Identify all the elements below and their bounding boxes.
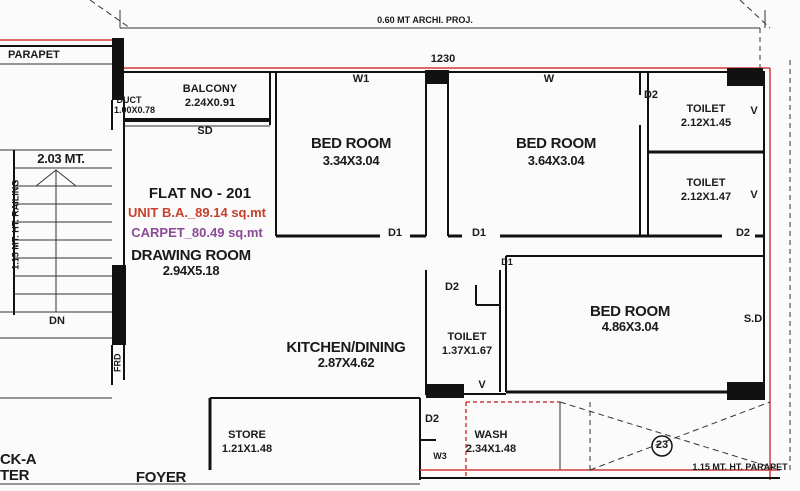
parapet-label: PARAPET [8, 49, 60, 61]
block-label-b: TER [0, 467, 30, 484]
door-d2-wash: D2 [424, 413, 440, 425]
stair-width-label: 2.03 MT. [37, 151, 85, 166]
dn-label: DN [49, 315, 65, 327]
vent-v1: V [750, 105, 758, 117]
foyer-name: FOYER [135, 469, 187, 486]
drawing-size: 2.94X5.18 [162, 263, 220, 278]
flat-number: FLAT NO - 201 [148, 185, 252, 202]
duct-column [112, 38, 124, 100]
vent-v2: V [750, 189, 758, 201]
column-number: 23 [655, 439, 669, 451]
door-d1-a: D1 [387, 227, 403, 239]
vent-v3: V [478, 379, 486, 391]
window-w: W [543, 73, 555, 85]
balcony-size: 2.24X0.91 [184, 97, 236, 109]
bed3-name: BED ROOM [589, 303, 671, 320]
bed2-name: BED ROOM [515, 135, 597, 152]
left-column [112, 265, 126, 345]
store-name: STORE [228, 429, 266, 441]
toilet1-name: TOILET [686, 103, 726, 115]
toilet2-name: TOILET [686, 177, 726, 189]
balcony-name: BALCONY [182, 83, 238, 95]
duct-dim: 1.00X0.78 [114, 105, 156, 115]
railing-label: 1.15 MT. HT. RAILING [10, 179, 21, 270]
parapet-bottom-label: 1.15 MT. HT. PARAPET [692, 462, 788, 472]
drawing-name: DRAWING ROOM [131, 247, 251, 264]
door-d1-b: D1 [471, 227, 487, 239]
bottom-diag-b [589, 401, 771, 471]
block-label-a: CK-A [0, 451, 37, 468]
wash-size: 2.34X1.48 [465, 443, 517, 455]
wash-name: WASH [474, 429, 508, 441]
door-d1-center: D1 [501, 257, 513, 267]
bed1-size: 3.34X3.04 [322, 153, 380, 168]
bed3-size: 4.86X3.04 [601, 319, 659, 334]
toilet3-size: 1.37X1.67 [441, 345, 493, 357]
toilet3-column [426, 384, 464, 398]
door-d2-toilet1: D2 [643, 89, 659, 101]
bed2-size: 3.64X3.04 [527, 153, 585, 168]
store-size: 1.21X1.48 [221, 443, 273, 455]
slide-door-right: S.D [743, 313, 763, 325]
toilet2-size: 2.12X1.47 [680, 191, 732, 203]
top-dimension: 1230 [430, 53, 456, 65]
top-column [425, 70, 449, 84]
kitchen-name: KITCHEN/DINING [286, 339, 406, 356]
bed1-name: BED ROOM [310, 135, 392, 152]
column-circle [651, 435, 673, 457]
archi-proj-label: 0.60 MT ARCHI. PROJ. [377, 15, 473, 25]
window-w3: W3 [433, 451, 447, 461]
window-w1: W1 [352, 73, 370, 85]
flat-carpet: CARPET_80.49 sq.mt [131, 225, 263, 240]
frd-label: FRD [112, 353, 123, 372]
balcony-sd: SD [197, 125, 213, 137]
door-d2-toilet3: D2 [444, 281, 460, 293]
duct-label: DUCT [116, 95, 142, 105]
door-d2-right: D2 [735, 227, 751, 239]
bottom-right-column [727, 382, 763, 400]
kitchen-size: 2.87X4.62 [317, 355, 375, 370]
toilet3-name: TOILET [447, 331, 487, 343]
toilet1-size: 2.12X1.45 [680, 117, 732, 129]
bottom-diag-a [559, 401, 781, 471]
flat-unit-ba: UNIT B.A._89.14 sq.mt [128, 205, 266, 220]
diagonal-dash-left [89, 0, 131, 29]
top-right-column [727, 68, 763, 86]
